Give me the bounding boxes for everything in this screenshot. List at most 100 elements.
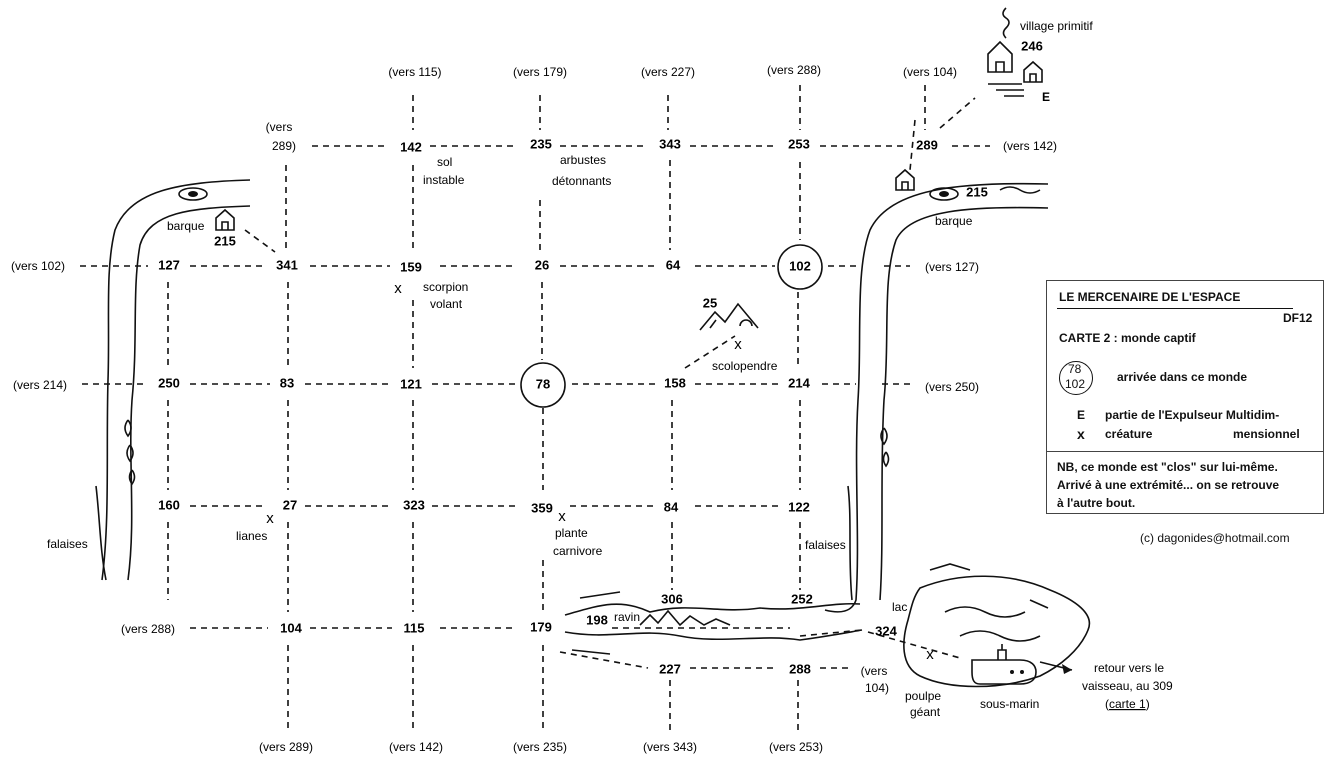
node-179: 179 <box>530 619 552 634</box>
horizontal-paths <box>80 145 990 669</box>
node-341: 341 <box>276 257 298 272</box>
node-78: 78 <box>536 376 550 391</box>
carte-1-link[interactable]: carte 1 <box>1109 697 1146 711</box>
legend-arrival-circle <box>1059 361 1093 395</box>
label-lianes: lianes <box>236 529 267 543</box>
legend-box: LE MERCENAIRE DE L'ESPACE DF12 CARTE 2 :… <box>1046 280 1324 514</box>
node-324: 324 <box>875 623 897 638</box>
label-retour-1: retour vers le <box>1094 661 1164 675</box>
exit-right-250: (vers 250) <box>925 380 979 394</box>
legend-part-symbol: E <box>1077 408 1086 422</box>
label-barque-right: barque <box>935 214 973 228</box>
label-retour-2: vaisseau, au 309 <box>1082 679 1173 693</box>
label-scolopendre: scolopendre <box>712 359 778 373</box>
return-arrow <box>867 631 1073 674</box>
creature-marker-scolopendre: x <box>734 336 742 353</box>
exit-right-142: (vers 142) <box>1003 139 1057 153</box>
exit-bottom-253: (vers 253) <box>769 740 823 754</box>
label-falaises-right: falaises <box>805 538 846 552</box>
node-323: 323 <box>403 497 425 512</box>
node-235: 235 <box>530 136 552 151</box>
legend-code: DF12 <box>1283 311 1313 325</box>
exit-top-115: (vers 115) <box>388 65 441 79</box>
arrival-circle-102 <box>777 244 823 290</box>
node-343: 343 <box>659 136 681 151</box>
exit-right-127: (vers 127) <box>925 260 979 274</box>
place-labels: sol instable arbustes détonnants barque … <box>47 19 1173 719</box>
legend-divider <box>1047 451 1323 452</box>
creature-marker-lianes: x <box>266 510 274 527</box>
exit-bottom-142: (vers 142) <box>389 740 443 754</box>
label-scorpion: scorpion <box>423 280 468 294</box>
node-288: 288 <box>789 661 811 676</box>
node-160: 160 <box>158 497 180 512</box>
node-198: 198 <box>586 612 608 627</box>
creature-marker-poulpe: x <box>926 646 934 663</box>
lake <box>903 563 1091 688</box>
exit-top-104: (vers 104) <box>903 65 957 79</box>
river-left <box>101 179 251 581</box>
legend-note-1: NB, ce monde est "clos" sur lui-même. <box>1057 460 1278 474</box>
exit-left-288: (vers 288) <box>121 622 175 636</box>
ravine <box>564 591 863 655</box>
exit-top-179: (vers 179) <box>513 65 567 79</box>
label-village-E: E <box>1042 90 1050 104</box>
node-25: 25 <box>703 295 717 310</box>
label-sous-marin: sous-marin <box>980 697 1039 711</box>
label-detonnants: détonnants <box>552 174 611 188</box>
node-64: 64 <box>666 257 681 272</box>
label-village: village primitif <box>1020 19 1093 33</box>
exit-left-214: (vers 214) <box>13 378 67 392</box>
label-sol: sol <box>437 155 452 169</box>
label-barque-left: barque <box>167 219 205 233</box>
node-159: 159 <box>400 259 422 274</box>
node-289: 289 <box>916 137 938 152</box>
arrival-circle-78 <box>520 362 566 408</box>
boat-icon-right <box>929 187 959 201</box>
river-right <box>824 182 1049 613</box>
creature-markers: x x x x x <box>266 280 934 663</box>
node-252: 252 <box>791 591 813 606</box>
node-104: 104 <box>280 620 302 635</box>
legend-creature-text: créature <box>1105 427 1153 441</box>
legend-arrival-78: 78 <box>1068 362 1082 376</box>
node-102: 102 <box>789 258 811 273</box>
house-icon-left <box>215 208 235 231</box>
boat-icon-left <box>178 187 208 201</box>
label-instable: instable <box>423 173 465 187</box>
label-geant: géant <box>910 705 941 719</box>
mountain-icon <box>699 302 759 331</box>
node-215-left: 215 <box>214 233 236 248</box>
node-84: 84 <box>664 499 679 514</box>
exit-labels: (vers 115) (vers 179) (vers 227) (vers 2… <box>11 63 1057 754</box>
node-250: 250 <box>158 375 180 390</box>
legend-arrival-text: arrivée dans ce monde <box>1117 370 1248 384</box>
node-253: 253 <box>788 136 810 151</box>
node-306: 306 <box>661 591 683 606</box>
label-poulpe: poulpe <box>905 689 941 703</box>
location-nodes: 142 235 343 253 289 127 341 159 26 64 10… <box>158 38 1043 676</box>
label-falaises-left: falaises <box>47 537 88 551</box>
node-115: 115 <box>404 620 425 635</box>
exit-left-289-a: (vers <box>266 120 293 134</box>
exit-bottom-289: (vers 289) <box>259 740 313 754</box>
legend-arrival-102: 102 <box>1065 377 1086 391</box>
node-83: 83 <box>280 375 294 390</box>
exit-right-104-b: 104) <box>865 681 889 695</box>
node-359: 359 <box>531 500 553 515</box>
exit-left-102: (vers 102) <box>11 259 65 273</box>
node-121: 121 <box>400 376 422 391</box>
node-142: 142 <box>400 139 422 154</box>
submarine-icon <box>971 644 1037 685</box>
node-158: 158 <box>664 375 686 390</box>
exit-bottom-343: (vers 343) <box>643 740 697 754</box>
exit-top-227: (vers 227) <box>641 65 695 79</box>
node-26: 26 <box>535 257 549 272</box>
credit-email: (c) dagonides@hotmail.com <box>1140 531 1290 545</box>
exit-right-104-a: (vers <box>861 664 888 678</box>
label-plante: plante <box>555 526 588 540</box>
creature-marker-plante: x <box>558 508 566 525</box>
exit-bottom-235: (vers 235) <box>513 740 567 754</box>
house-icon-right <box>895 168 915 191</box>
